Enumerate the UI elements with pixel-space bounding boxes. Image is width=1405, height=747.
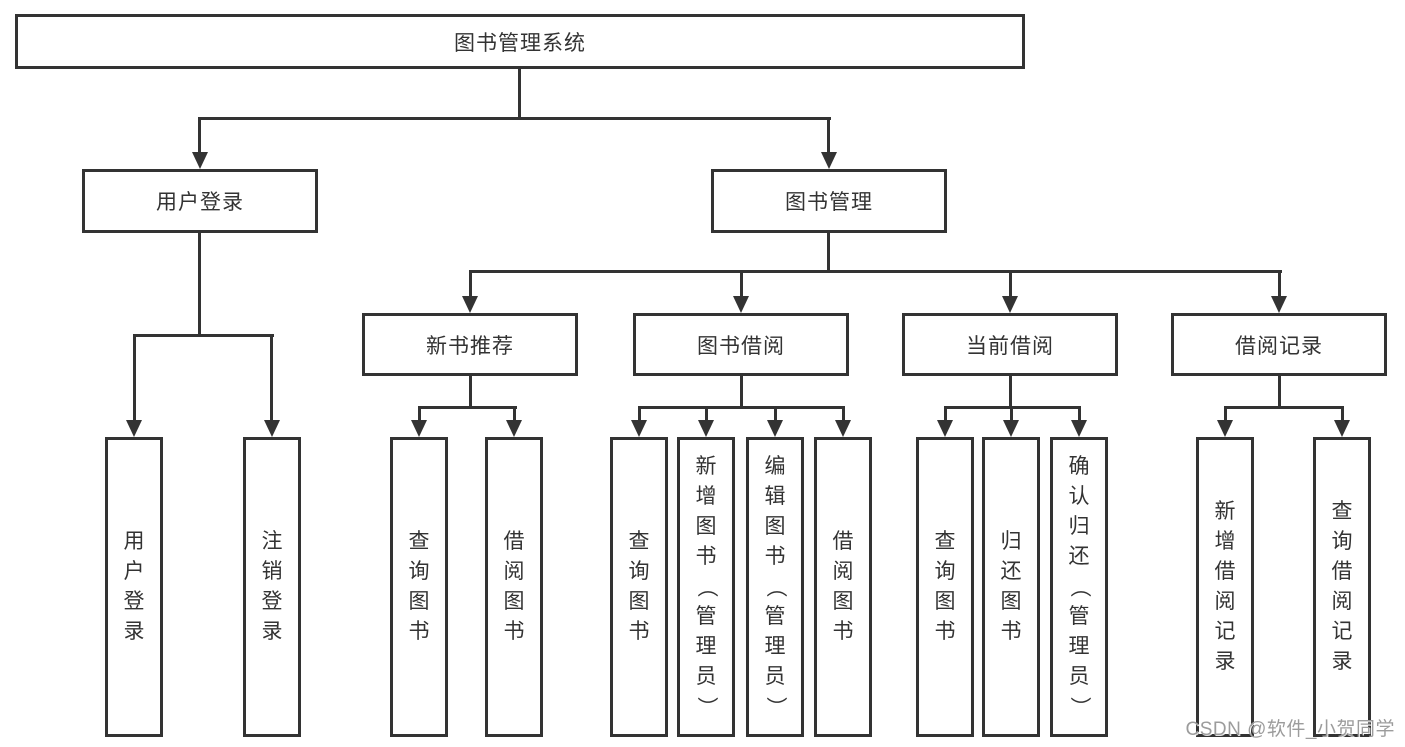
connector-level2-branch xyxy=(198,117,831,120)
node-current-borrow: 当前借阅 xyxy=(902,313,1118,376)
arrowhead-leaf xyxy=(1071,420,1087,437)
arrowhead-current-borrow xyxy=(1002,296,1018,313)
node-leaf-confirm-return-admin: 确认归还（管理员） xyxy=(1050,437,1108,737)
node-book-management: 图书管理 xyxy=(711,169,947,233)
node-book-borrow: 图书借阅 xyxy=(633,313,849,376)
arrowhead-borrow-records xyxy=(1271,296,1287,313)
connector-drop-leaf xyxy=(513,406,516,422)
arrowhead-leaf xyxy=(835,420,851,437)
arrowhead-leaf xyxy=(1217,420,1233,437)
connector-drop-leaf xyxy=(1010,406,1013,422)
arrowhead-user-login xyxy=(192,152,208,169)
node-leaf-add-borrow-record: 新增借阅记录 xyxy=(1196,437,1254,737)
node-library-system: 图书管理系统 xyxy=(15,14,1025,69)
connector-new-book-trunk xyxy=(469,376,472,408)
node-leaf-return-books: 归还图书 xyxy=(982,437,1040,737)
node-leaf-query-borrow-record: 查询借阅记录 xyxy=(1313,437,1371,737)
arrowhead-leaf xyxy=(506,420,522,437)
connector-drop-leaf xyxy=(774,406,777,422)
csdn-watermark: CSDN @软件_小贺同学 xyxy=(1185,719,1395,740)
connector-user-login-branch xyxy=(133,334,274,337)
arrowhead-logout-leaf xyxy=(264,420,280,437)
node-leaf-query-books: 查询图书 xyxy=(610,437,668,737)
connector-drop-borrow-records xyxy=(1278,270,1281,298)
connector-drop-new-book xyxy=(469,270,472,298)
connector-new-book-branch xyxy=(418,406,517,409)
arrowhead-login-leaf xyxy=(126,420,142,437)
arrowhead-leaf xyxy=(698,420,714,437)
connector-drop-login-leaf xyxy=(133,334,136,420)
node-leaf-query-books: 查询图书 xyxy=(916,437,974,737)
connector-book-borrow-trunk xyxy=(740,376,743,408)
node-new-book-recommend: 新书推荐 xyxy=(362,313,578,376)
connector-drop-leaf xyxy=(944,406,947,422)
node-borrow-records: 借阅记录 xyxy=(1171,313,1387,376)
arrowhead-book-borrow xyxy=(733,296,749,313)
node-leaf-logout: 注销登录 xyxy=(243,437,301,737)
arrowhead-leaf xyxy=(1003,420,1019,437)
arrowhead-leaf xyxy=(767,420,783,437)
connector-drop-book-borrow xyxy=(740,270,743,298)
connector-drop-user-login xyxy=(198,117,201,153)
arrowhead-book-management xyxy=(821,152,837,169)
arrowhead-leaf xyxy=(631,420,647,437)
node-leaf-query-books: 查询图书 xyxy=(390,437,448,737)
connector-drop-leaf xyxy=(638,406,641,422)
connector-drop-logout-leaf xyxy=(270,334,273,420)
connector-user-login-trunk xyxy=(198,233,201,336)
connector-drop-leaf xyxy=(842,406,845,422)
arrowhead-leaf xyxy=(937,420,953,437)
node-leaf-edit-book-admin: 编辑图书（管理员） xyxy=(746,437,804,737)
connector-level3-branch xyxy=(469,270,1282,273)
connector-drop-leaf xyxy=(705,406,708,422)
connector-drop-leaf xyxy=(1078,406,1081,422)
arrowhead-new-book xyxy=(462,296,478,313)
arrowhead-leaf xyxy=(411,420,427,437)
connector-borrow-records-trunk xyxy=(1278,376,1281,408)
connector-drop-leaf xyxy=(1341,406,1344,422)
connector-drop-leaf xyxy=(418,406,421,422)
connector-drop-book-management xyxy=(827,117,830,153)
node-leaf-user-login: 用户登录 xyxy=(105,437,163,737)
connector-root-trunk xyxy=(518,69,521,119)
node-leaf-borrow-books: 借阅图书 xyxy=(485,437,543,737)
connector-book-borrow-branch xyxy=(638,406,845,409)
connector-borrow-records-branch xyxy=(1224,406,1344,409)
node-leaf-borrow-books: 借阅图书 xyxy=(814,437,872,737)
node-user-login: 用户登录 xyxy=(82,169,318,233)
connector-drop-leaf xyxy=(1224,406,1227,422)
connector-book-management-trunk xyxy=(827,233,830,273)
arrowhead-leaf xyxy=(1334,420,1350,437)
connector-drop-current-borrow xyxy=(1009,270,1012,298)
connector-current-borrow-trunk xyxy=(1009,376,1012,408)
node-leaf-add-book-admin: 新增图书（管理员） xyxy=(677,437,735,737)
